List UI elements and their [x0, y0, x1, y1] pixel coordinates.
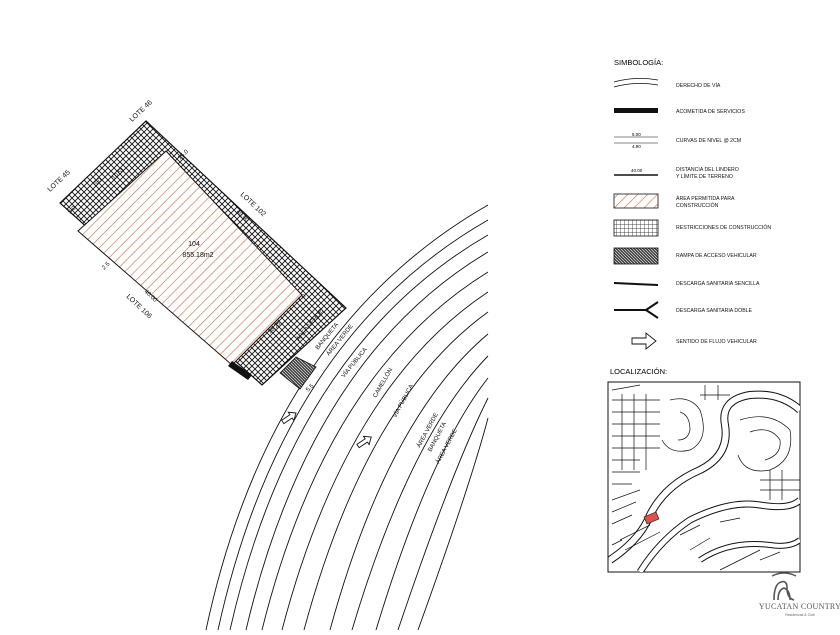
svg-text:5.0: 5.0	[67, 205, 78, 216]
restriction-icon	[613, 219, 659, 237]
ramp-icon	[279, 356, 317, 390]
svg-text:5.5: 5.5	[305, 383, 316, 394]
location-map	[607, 381, 801, 573]
svg-text:7.0: 7.0	[297, 293, 308, 304]
traffic-arrow-icon	[631, 332, 657, 350]
legend-label: CONSTRUCCIÓN	[676, 202, 719, 209]
traffic-arrow-icon	[280, 411, 297, 425]
legend-label: SENTIDO DE FLUJO VEHICULAR	[676, 339, 757, 345]
service-connection-icon	[614, 108, 658, 113]
legend-label: ACOMETIDA DE SERVICIOS	[676, 109, 745, 115]
svg-text:3.0: 3.0	[93, 177, 104, 188]
legend-label: Y LÍMITE DE TERRENO	[676, 173, 733, 180]
svg-text:VÍA PÚBLICA: VÍA PÚBLICA	[392, 383, 415, 419]
legend-label: RAMPA DE ACCESO VEHICULAR	[676, 253, 757, 259]
legend-value: 5.00	[632, 132, 641, 137]
neighbor-lot-label: LOTE 45	[47, 169, 72, 193]
legend-value: 4.90	[632, 144, 641, 149]
lot-number: 104	[188, 241, 200, 248]
legend-label: DERECHO DE VÍA	[676, 82, 721, 89]
legend-value: 40.00	[631, 168, 643, 173]
legend-label: DESCARGA SANITARIA DOBLE	[676, 308, 753, 314]
buildable-area-icon	[613, 193, 659, 209]
location-marker	[643, 511, 660, 525]
lot-104	[59, 120, 347, 386]
legend-label: ÁREA PERMITIDA PARA	[676, 195, 735, 202]
svg-text:CAMELLÓN: CAMELLÓN	[372, 367, 395, 399]
single-drain-icon	[613, 282, 659, 286]
brand-tagline: Residencial & Club	[785, 613, 815, 617]
brand-logo	[771, 572, 797, 601]
svg-text:2.5: 2.5	[101, 261, 112, 272]
location-title: LOCALIZACIÓN:	[610, 367, 667, 376]
lot-area: 855.18m2	[182, 252, 213, 259]
street-arcs	[205, 204, 489, 631]
legend-label: RESTRICCIONES DE CONSTRUCCIÓN	[676, 224, 771, 231]
legend: SIMBOLOGÍA: DERECHO DE VÍA ACOMETIDA DE …	[613, 58, 771, 350]
traffic-arrow-icon	[356, 435, 372, 449]
brand-name: YUCATAN COUNTRY	[759, 602, 840, 611]
double-drain-icon	[614, 301, 659, 319]
contour-lines-icon	[614, 136, 658, 144]
ramp-icon	[613, 247, 659, 265]
legend-label: DESCARGA SANITARIA SENCILLA	[676, 281, 760, 287]
legend-label: DISTANCIA DEL LINDERO	[676, 167, 739, 173]
right-of-way-icon	[613, 78, 659, 88]
legend-title: SIMBOLOGÍA:	[614, 58, 663, 67]
legend-label: CURVAS DE NIVEL @ 2CM	[676, 138, 741, 144]
neighbor-lot-label: LOTE 46	[129, 99, 154, 123]
service-connection-icon	[228, 361, 252, 380]
